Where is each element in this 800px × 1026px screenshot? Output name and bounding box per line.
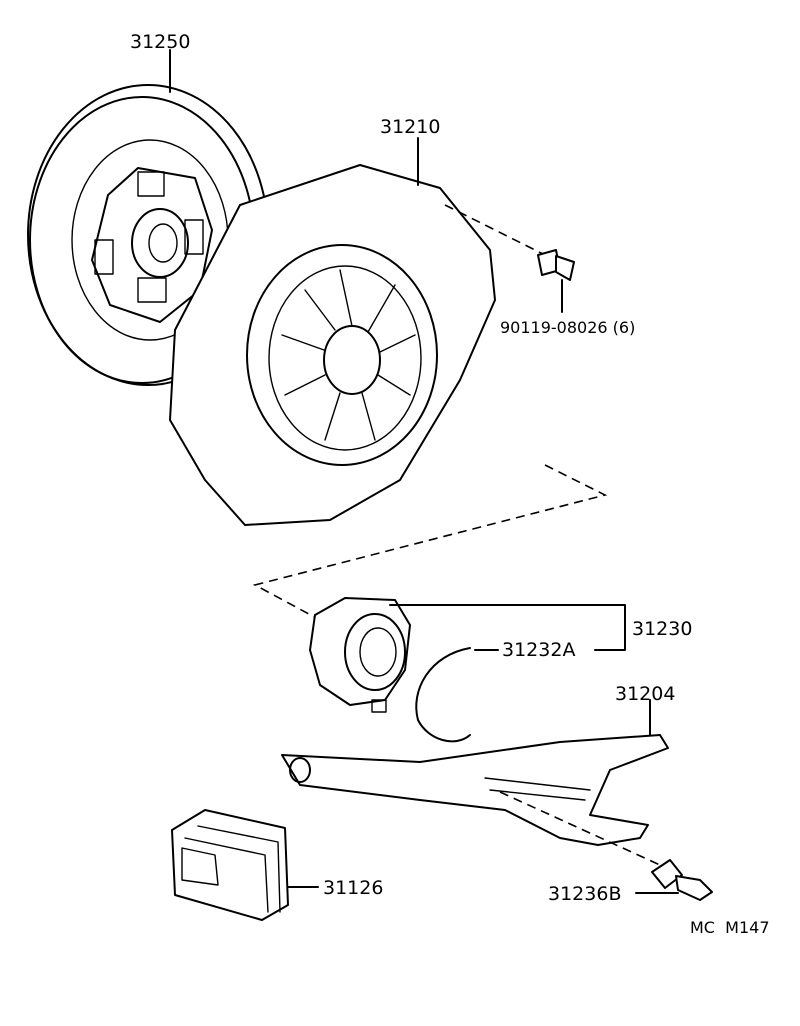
label-31210: 31210: [380, 116, 440, 138]
label-31250: 31250: [130, 31, 190, 53]
footer-code: MC M147: [690, 918, 770, 937]
bolt-drawing: [537, 249, 575, 313]
label-31230: 31230: [632, 618, 692, 640]
clutch-cover-drawing: [169, 137, 546, 526]
release-fork-drawing: [281, 699, 669, 866]
clutch-disc-drawing: [27, 49, 269, 386]
label-31232a: 31232A: [502, 639, 575, 661]
alignment-line: [252, 464, 608, 621]
label-31236b: 31236B: [548, 883, 621, 905]
boot-drawing: [171, 809, 319, 921]
label-31204: 31204: [615, 683, 675, 705]
clip-drawing: [415, 647, 499, 743]
label-31126: 31126: [323, 877, 383, 899]
label-90119-08026: 90119-08026 (6): [500, 318, 635, 337]
release-bearing-drawing: [309, 597, 626, 713]
support-drawing: [635, 859, 713, 901]
